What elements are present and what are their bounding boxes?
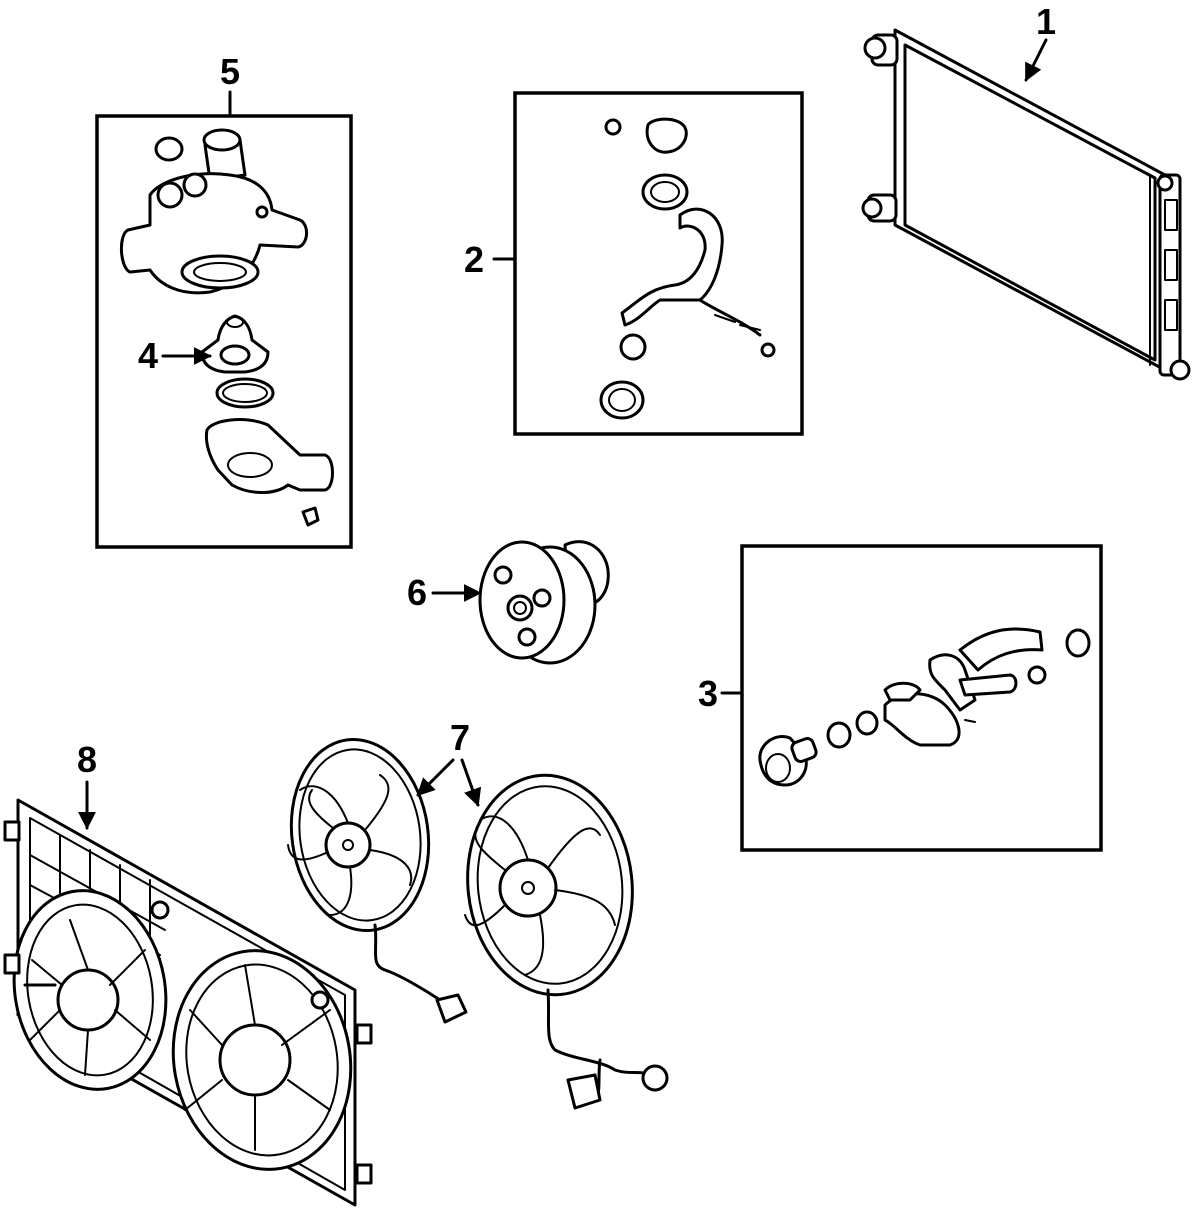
callout-2-label: 2 xyxy=(464,239,484,280)
part-3-water-outlet-assembly[interactable] xyxy=(758,627,1091,787)
callout-6: 6 xyxy=(407,572,482,613)
callout-3: 3 xyxy=(698,673,744,714)
part-7-fan-left[interactable] xyxy=(279,730,468,1024)
callout-1-arrow xyxy=(1024,38,1048,82)
callout-8: 8 xyxy=(77,739,97,830)
callout-5-label: 5 xyxy=(220,51,240,92)
part-4-thermostat[interactable] xyxy=(200,314,334,527)
part-2-box xyxy=(513,91,804,436)
callout-7: 7 xyxy=(416,717,482,807)
callout-1-label: 1 xyxy=(1036,1,1056,42)
part-6-pulley[interactable] xyxy=(478,540,610,665)
callout-1: 1 xyxy=(1024,1,1056,82)
part-3-box xyxy=(740,544,1103,852)
callout-2: 2 xyxy=(464,239,517,280)
callout-8-label: 8 xyxy=(77,739,97,780)
part-1-radiator[interactable] xyxy=(861,28,1191,381)
part-2-hose-assembly[interactable] xyxy=(599,117,776,420)
callout-5: 5 xyxy=(220,51,240,118)
callout-4-label: 4 xyxy=(138,335,158,376)
callout-6-label: 6 xyxy=(407,572,427,613)
callout-7-label: 7 xyxy=(450,717,470,758)
part-5-box xyxy=(95,114,353,549)
callout-4: 4 xyxy=(138,335,212,376)
part-7-fan-right[interactable] xyxy=(457,767,669,1110)
callout-3-label: 3 xyxy=(698,673,718,714)
part-5-thermostat-housing[interactable] xyxy=(120,128,308,295)
callout-7-arrow-left xyxy=(416,758,455,797)
callout-7-arrow-right xyxy=(460,758,482,807)
part-8-fan-shroud[interactable] xyxy=(0,798,373,1207)
